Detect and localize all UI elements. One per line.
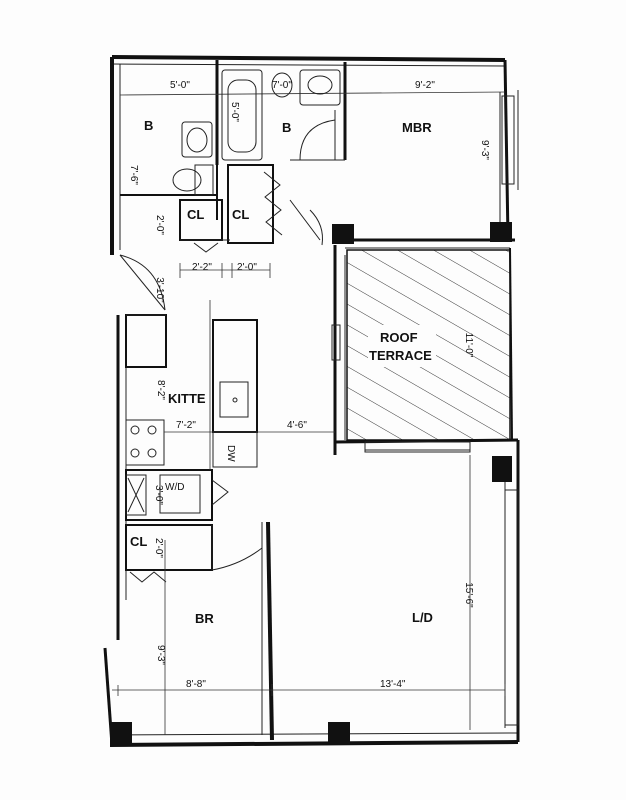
dim-br-width: 8'-8" <box>186 679 206 690</box>
dim-closet1-depth: 2'-0" <box>154 215 165 235</box>
room-label-terrace-line2: TERRACE <box>369 348 432 363</box>
exterior-walls <box>103 55 520 747</box>
interior-walls <box>112 60 506 741</box>
dim-ld-depth: 15'-6" <box>463 582 474 608</box>
room-label-closet3: CL <box>130 534 147 549</box>
dim-closet2-width: 2'-0" <box>237 262 257 273</box>
dim-ld-width: 13'-4" <box>380 679 406 690</box>
dim-br-depth: 9'-3" <box>155 645 166 665</box>
room-label-closet1: CL <box>187 207 204 222</box>
room-label-dw: DW <box>225 445 236 462</box>
room-label-ld: L/D <box>412 610 433 625</box>
dim-mbr-width: 9'-2" <box>415 80 435 91</box>
room-label-wd: W/D <box>165 482 184 493</box>
fixtures <box>172 69 341 196</box>
room-label-kitchen: KITTE <box>168 391 206 406</box>
dim-bath1-depth: 7'-6" <box>128 165 139 185</box>
room-label-closet2: CL <box>232 207 249 222</box>
room-label-bath2: B <box>282 120 291 135</box>
room-label-bath1: B <box>144 118 153 133</box>
dim-kitchen-depth: 8'-2" <box>155 380 166 400</box>
room-label-mbr: MBR <box>402 120 432 135</box>
dim-kitchen-width: 7'-2" <box>176 420 196 431</box>
room-label-br: BR <box>195 611 214 626</box>
room-label-terrace-line1: ROOF <box>380 330 418 345</box>
dim-mbr-depth: 9'-3" <box>479 140 490 160</box>
dim-closet1-width: 2'-2" <box>192 262 212 273</box>
dim-entry: 3'-10" <box>154 277 165 303</box>
dim-bath2-width: 7'-0" <box>272 80 292 91</box>
dim-wd-depth: 3'-0" <box>153 485 164 505</box>
dim-terrace-depth: 11'-0" <box>463 333 474 358</box>
dim-bath1-width: 5'-0" <box>170 80 190 91</box>
dim-bath2-tub: 5'-0" <box>229 102 240 122</box>
dim-closet3-depth: 2'-0" <box>153 538 164 558</box>
dim-hall: 4'-6" <box>287 420 307 431</box>
